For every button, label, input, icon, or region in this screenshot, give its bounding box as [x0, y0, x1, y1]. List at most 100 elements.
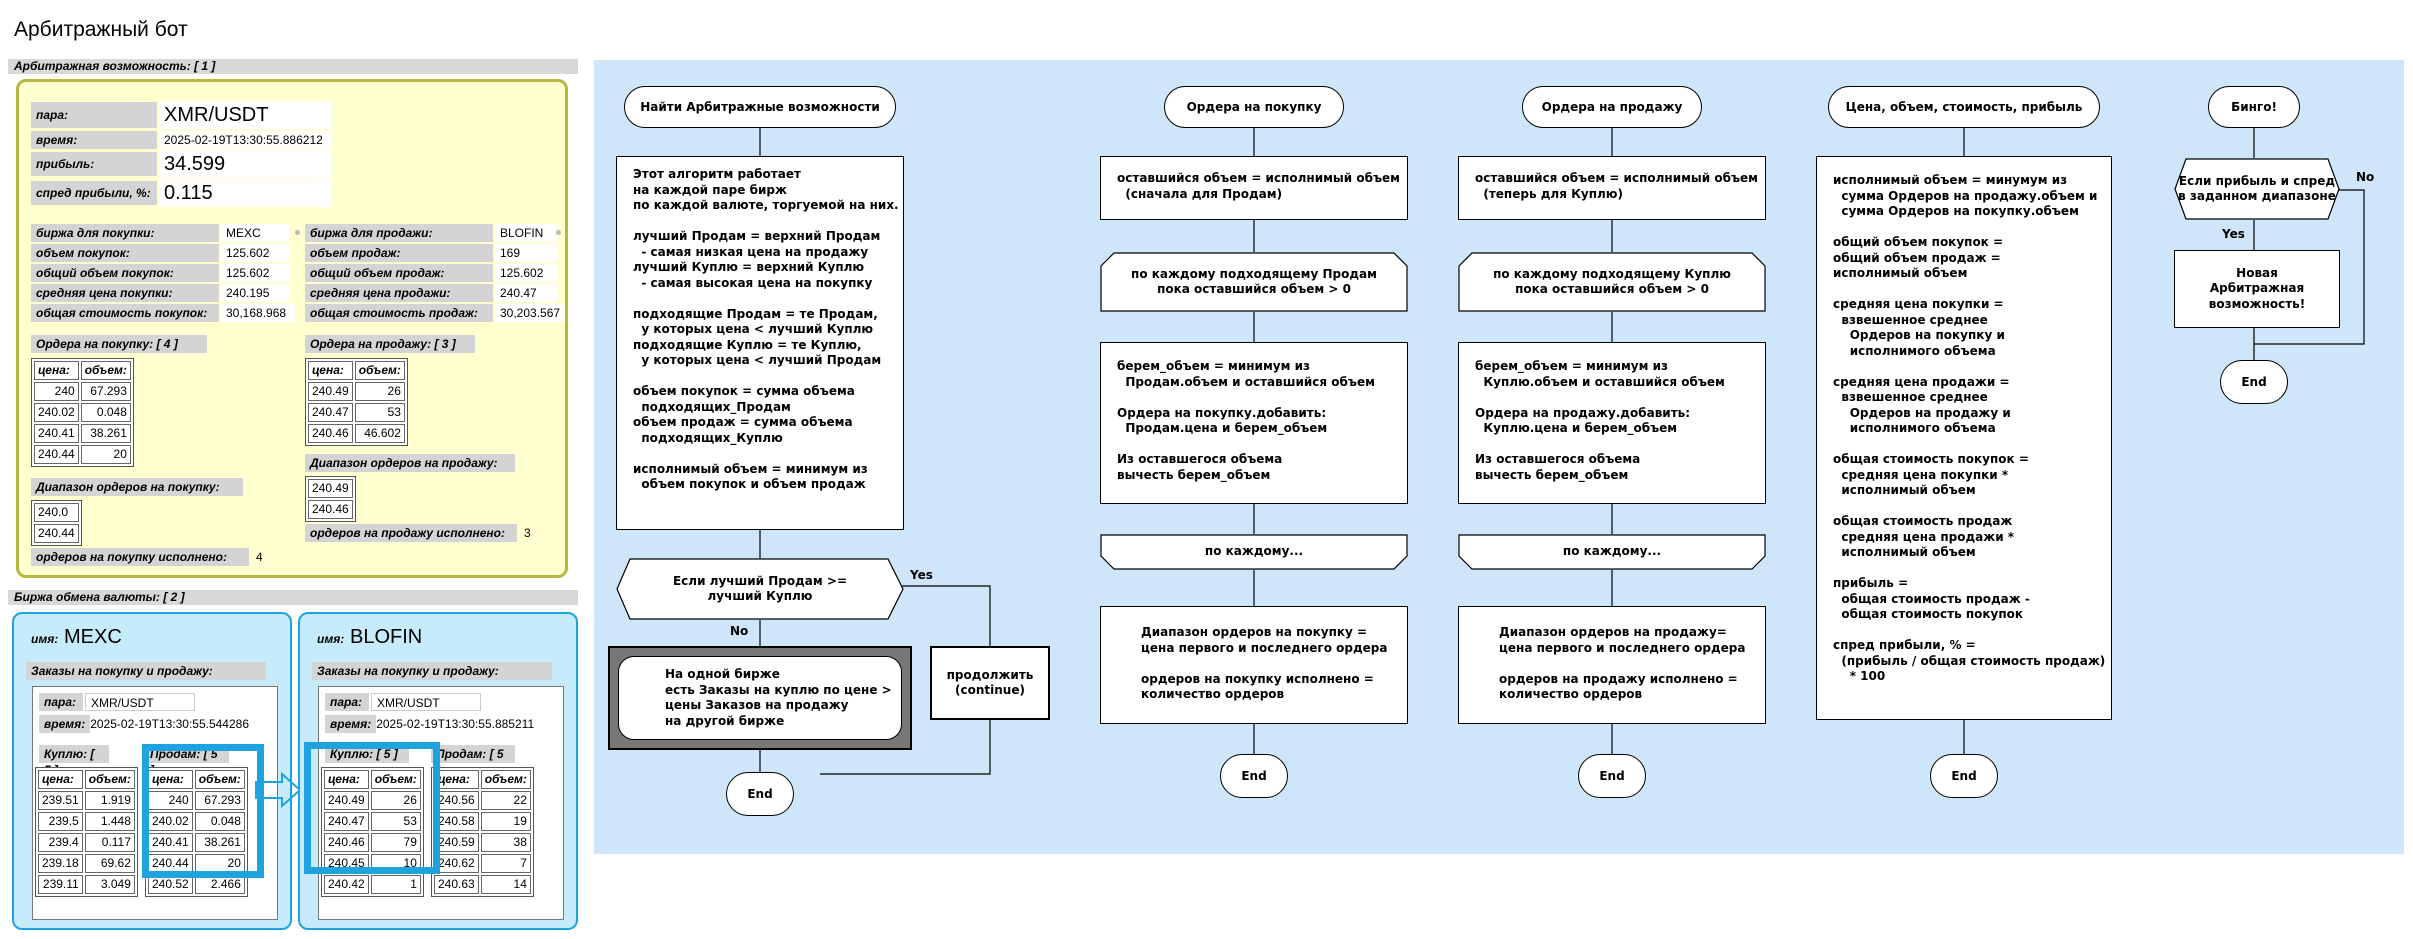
- buy-volume-label: объем покупок:: [31, 244, 219, 262]
- sell-executed-label: ордеров на продажу исполнено:: [305, 524, 517, 542]
- col-price: цена:: [434, 770, 479, 789]
- col-price: цена:: [324, 770, 369, 789]
- cell: 1.448: [84, 812, 135, 831]
- pair-value: XMR/USDT: [371, 693, 481, 711]
- sell-total-value: 125.602: [495, 264, 557, 282]
- cell: 3.049: [84, 875, 135, 894]
- cell: 7: [480, 854, 531, 873]
- cell: 240.44: [34, 524, 79, 543]
- pair-label: пара:: [39, 693, 83, 711]
- decision-profit-range-text: Если прибыль и спред в заданном диапазон…: [2178, 173, 2336, 204]
- match-arrow-icon: [255, 771, 302, 809]
- col-price: цена:: [34, 361, 79, 380]
- table-row: 240.44: [34, 524, 79, 543]
- asks-highlight: [142, 744, 264, 878]
- sell-avg-value: 240.47: [495, 284, 557, 302]
- col-price: цена:: [38, 770, 83, 789]
- start-bingo: Бинго!: [2208, 86, 2300, 128]
- cell: 239.51: [38, 791, 83, 810]
- cell: 46.602: [354, 424, 405, 443]
- time-label: время:: [31, 131, 157, 149]
- start-find-arbitrage: Найти Арбитражные возможности: [624, 86, 896, 128]
- sell-cost-label: общая стоимость продаж:: [305, 304, 493, 322]
- cell: 240.44: [34, 445, 79, 464]
- cell: 240.46: [324, 833, 369, 852]
- app-title: Арбитражный бот: [14, 18, 188, 41]
- cell: 240.46: [308, 500, 353, 519]
- buy-range-title: Диапазон ордеров на покупку:: [31, 478, 243, 496]
- buy-executed-label: ордеров на покупку исполнено:: [31, 548, 249, 566]
- cell: 240.59: [434, 833, 479, 852]
- cell: 1: [370, 875, 421, 894]
- buy-total-label: общий объем покупок:: [31, 264, 219, 282]
- cell: 240.41: [34, 424, 79, 443]
- new-opportunity: Новая Арбитражная возможность!: [2174, 250, 2340, 328]
- pair-label: пара:: [325, 693, 369, 711]
- sell-avg-label: средняя цена продажи:: [305, 284, 493, 302]
- buy-avg-label: средняя цена покупки:: [31, 284, 219, 302]
- end-c5: End: [2220, 360, 2288, 404]
- cell: 240.42: [324, 875, 369, 894]
- time-label: время:: [39, 715, 91, 733]
- exchange-name-label: имя:: [26, 630, 60, 648]
- cell: 22: [480, 791, 531, 810]
- loop-sell-end: по каждому...: [1458, 534, 1766, 570]
- cell: 14: [480, 875, 531, 894]
- exchange-name-label: имя:: [312, 630, 346, 648]
- cell: 240.62: [434, 854, 479, 873]
- cell: 38.261: [194, 833, 245, 852]
- time-row: время:2025-02-19T13:30:55.544286: [39, 715, 249, 733]
- exchange-panel-blofin: имя: BLOFIN Заказы на покупку и продажу:…: [298, 612, 578, 930]
- cell: 38.261: [80, 424, 131, 443]
- step-calculate: исполнимый объем = минумум из сумма Орде…: [1816, 156, 2112, 720]
- buy-volume-value: 125.602: [221, 244, 289, 262]
- opportunity-found-frame: На одной бирже есть Заказы на куплю по ц…: [608, 646, 912, 750]
- step-find-matches: Этот алгоритм работает на каждой паре би…: [616, 156, 904, 530]
- yes-label: Yes: [910, 568, 933, 582]
- buy-cost-label: общая стоимость покупок:: [31, 304, 219, 322]
- col-volume: объем:: [370, 770, 421, 789]
- pair-label: пара:: [31, 102, 157, 128]
- flow-connectors: [759, 128, 2365, 775]
- cell: 0.048: [80, 403, 131, 422]
- buy-exchange-value: MEXC: [221, 224, 289, 242]
- time-value: 2025-02-19T13:30:55.885211: [376, 717, 535, 731]
- sell-total-label: общий объем продаж:: [305, 264, 493, 282]
- step-sell-result: Диапазон ордеров на продажу= цена первог…: [1458, 606, 1766, 724]
- sell-volume-value: 169: [495, 244, 557, 262]
- bids-title: Куплю: [ 5 ]: [325, 745, 409, 763]
- cell: 20: [80, 445, 131, 464]
- cell: 240.0: [34, 503, 79, 522]
- arbitrage-panel: пара: XMR/USDT время: 2025-02-19T13:30:5…: [16, 79, 568, 578]
- exchanges-section-title: Биржа обмена валюты: [ 2 ]: [8, 590, 578, 605]
- orders-title: Заказы на покупку и продажу:: [26, 662, 266, 680]
- pair-value: XMR/USDT: [159, 101, 331, 129]
- buy-cost-value: 30,168.968: [221, 304, 295, 322]
- start-price-volume: Цена, объем, стоимость, прибыль: [1828, 86, 2100, 128]
- cell: 240: [34, 382, 79, 401]
- arbitrage-section-title: Арбитражная возможность: [ 1 ]: [8, 59, 578, 74]
- opportunity-found: На одной бирже есть Заказы на куплю по ц…: [618, 656, 902, 740]
- time-value: 2025-02-19T13:30:55.886212: [159, 131, 331, 149]
- cell: 240.49: [324, 791, 369, 810]
- cell: 240.58: [434, 812, 479, 831]
- bids-title: Куплю: [ 5 ]: [39, 745, 109, 777]
- buy-exchange-label: биржа для покупки:: [31, 224, 219, 242]
- cell: 26: [370, 791, 421, 810]
